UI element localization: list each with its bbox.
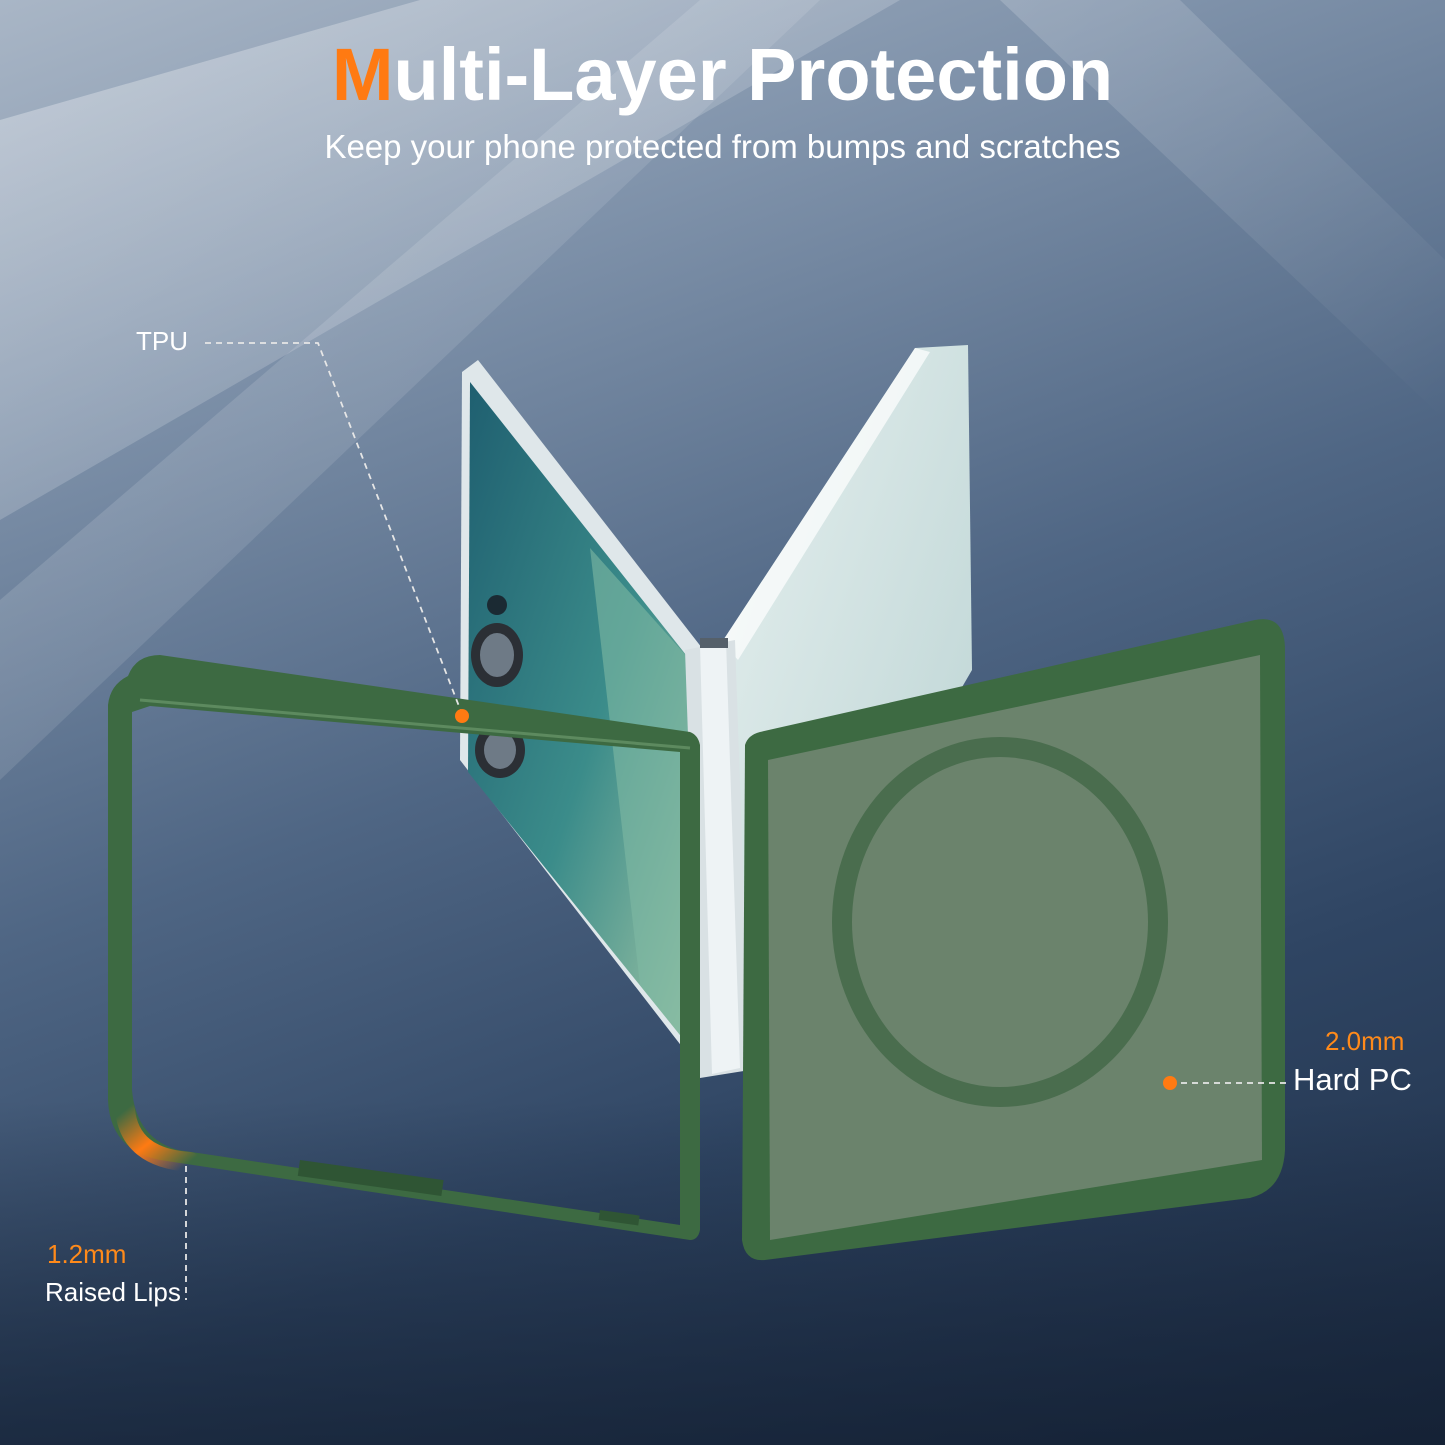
hard-pc-label: Hard PC — [1293, 1062, 1412, 1097]
page-subtitle: Keep your phone protected from bumps and… — [324, 128, 1121, 165]
raised-lips-thickness: 1.2mm — [47, 1239, 127, 1269]
page-title: Multi-Layer Protection — [0, 30, 1445, 120]
tpu-marker-dot — [455, 709, 469, 723]
hard-pc-thickness: 2.0mm — [1325, 1026, 1405, 1056]
hard-pc-cover — [742, 619, 1285, 1261]
phone-hinge — [685, 638, 750, 1078]
tpu-frame — [108, 655, 700, 1240]
title-accent-letter: M — [331, 33, 394, 116]
phone-left-panel — [460, 360, 702, 1070]
camera-module — [471, 595, 525, 778]
tpu-label: TPU — [136, 326, 188, 356]
hard-pc-marker-dot — [1163, 1076, 1177, 1090]
raised-lips-label: Raised Lips — [45, 1277, 181, 1307]
title-rest: ulti-Layer Protection — [393, 33, 1114, 116]
